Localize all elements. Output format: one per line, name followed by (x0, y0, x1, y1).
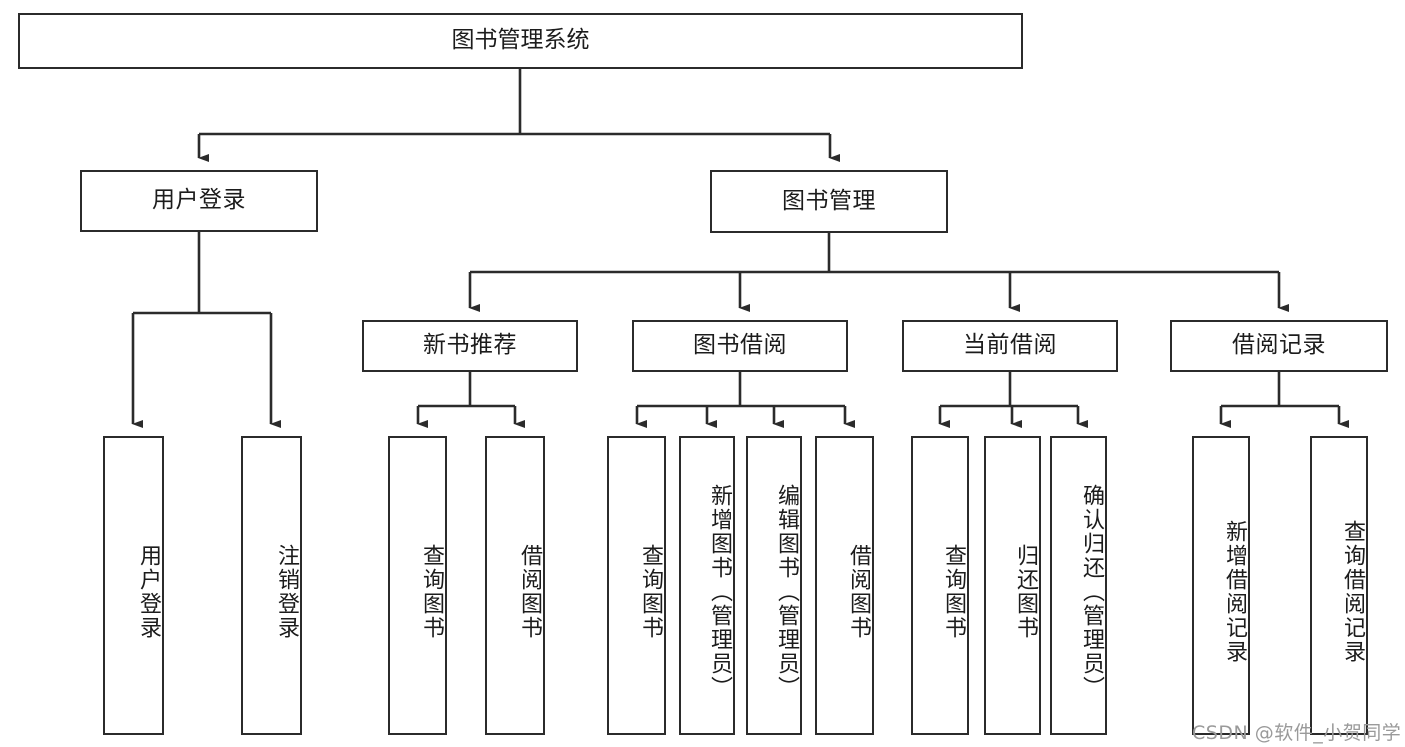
node-current-borrow-label: 当前借阅 (963, 332, 1057, 359)
leaf-edit-book-admin-label: 编辑图书（管理员） (774, 483, 799, 700)
leaf-query-book-recommend[interactable]: 查询图书 (388, 436, 447, 735)
node-book-borrow-label: 图书借阅 (693, 332, 787, 359)
leaf-logout[interactable]: 注销登录 (241, 436, 302, 735)
node-borrow-record[interactable]: 借阅记录 (1170, 320, 1388, 372)
leaf-query-book-recommend-label: 查询图书 (419, 543, 444, 640)
node-current-borrow[interactable]: 当前借阅 (902, 320, 1118, 372)
leaf-confirm-return-admin[interactable]: 确认归还（管理员） (1050, 436, 1107, 735)
leaf-borrow-book-recommend[interactable]: 借阅图书 (485, 436, 545, 735)
leaf-query-borrow-record[interactable]: 查询借阅记录 (1310, 436, 1368, 735)
node-new-book-recommend-label: 新书推荐 (423, 332, 517, 359)
leaf-query-borrow-record-label: 查询借阅记录 (1340, 519, 1365, 664)
csdn-watermark: CSDN @软件_小贺同学 (1192, 718, 1401, 745)
leaf-logout-label: 注销登录 (274, 543, 299, 640)
leaf-query-book-current[interactable]: 查询图书 (911, 436, 969, 735)
leaf-add-borrow-record-label: 新增借阅记录 (1222, 519, 1247, 664)
leaf-confirm-return-admin-label: 确认归还（管理员） (1079, 483, 1104, 700)
node-root[interactable]: 图书管理系统 (18, 13, 1023, 69)
leaf-edit-book-admin[interactable]: 编辑图书（管理员） (746, 436, 802, 735)
node-borrow-record-label: 借阅记录 (1232, 332, 1326, 359)
node-user-login-label: 用户登录 (152, 187, 246, 214)
leaf-add-book-admin-label: 新增图书（管理员） (707, 483, 732, 700)
node-new-book-recommend[interactable]: 新书推荐 (362, 320, 578, 372)
leaf-query-book-borrow[interactable]: 查询图书 (607, 436, 666, 735)
node-root-label: 图书管理系统 (451, 27, 590, 54)
leaf-borrow-book-label: 借阅图书 (846, 543, 871, 640)
node-book-borrow[interactable]: 图书借阅 (632, 320, 848, 372)
leaf-return-book-label: 归还图书 (1013, 543, 1038, 640)
leaf-user-login[interactable]: 用户登录 (103, 436, 164, 735)
leaf-add-book-admin[interactable]: 新增图书（管理员） (679, 436, 735, 735)
csdn-watermark-text: CSDN @软件_小贺同学 (1192, 722, 1402, 744)
leaf-return-book[interactable]: 归还图书 (984, 436, 1041, 735)
node-book-management[interactable]: 图书管理 (710, 170, 948, 233)
leaf-add-borrow-record[interactable]: 新增借阅记录 (1192, 436, 1250, 735)
leaf-query-book-current-label: 查询图书 (941, 543, 966, 640)
leaf-user-login-label: 用户登录 (136, 543, 161, 640)
leaf-borrow-book[interactable]: 借阅图书 (815, 436, 874, 735)
leaf-query-book-borrow-label: 查询图书 (638, 543, 663, 640)
node-user-login[interactable]: 用户登录 (80, 170, 318, 232)
leaf-borrow-book-recommend-label: 借阅图书 (517, 543, 542, 640)
node-book-management-label: 图书管理 (782, 187, 876, 214)
